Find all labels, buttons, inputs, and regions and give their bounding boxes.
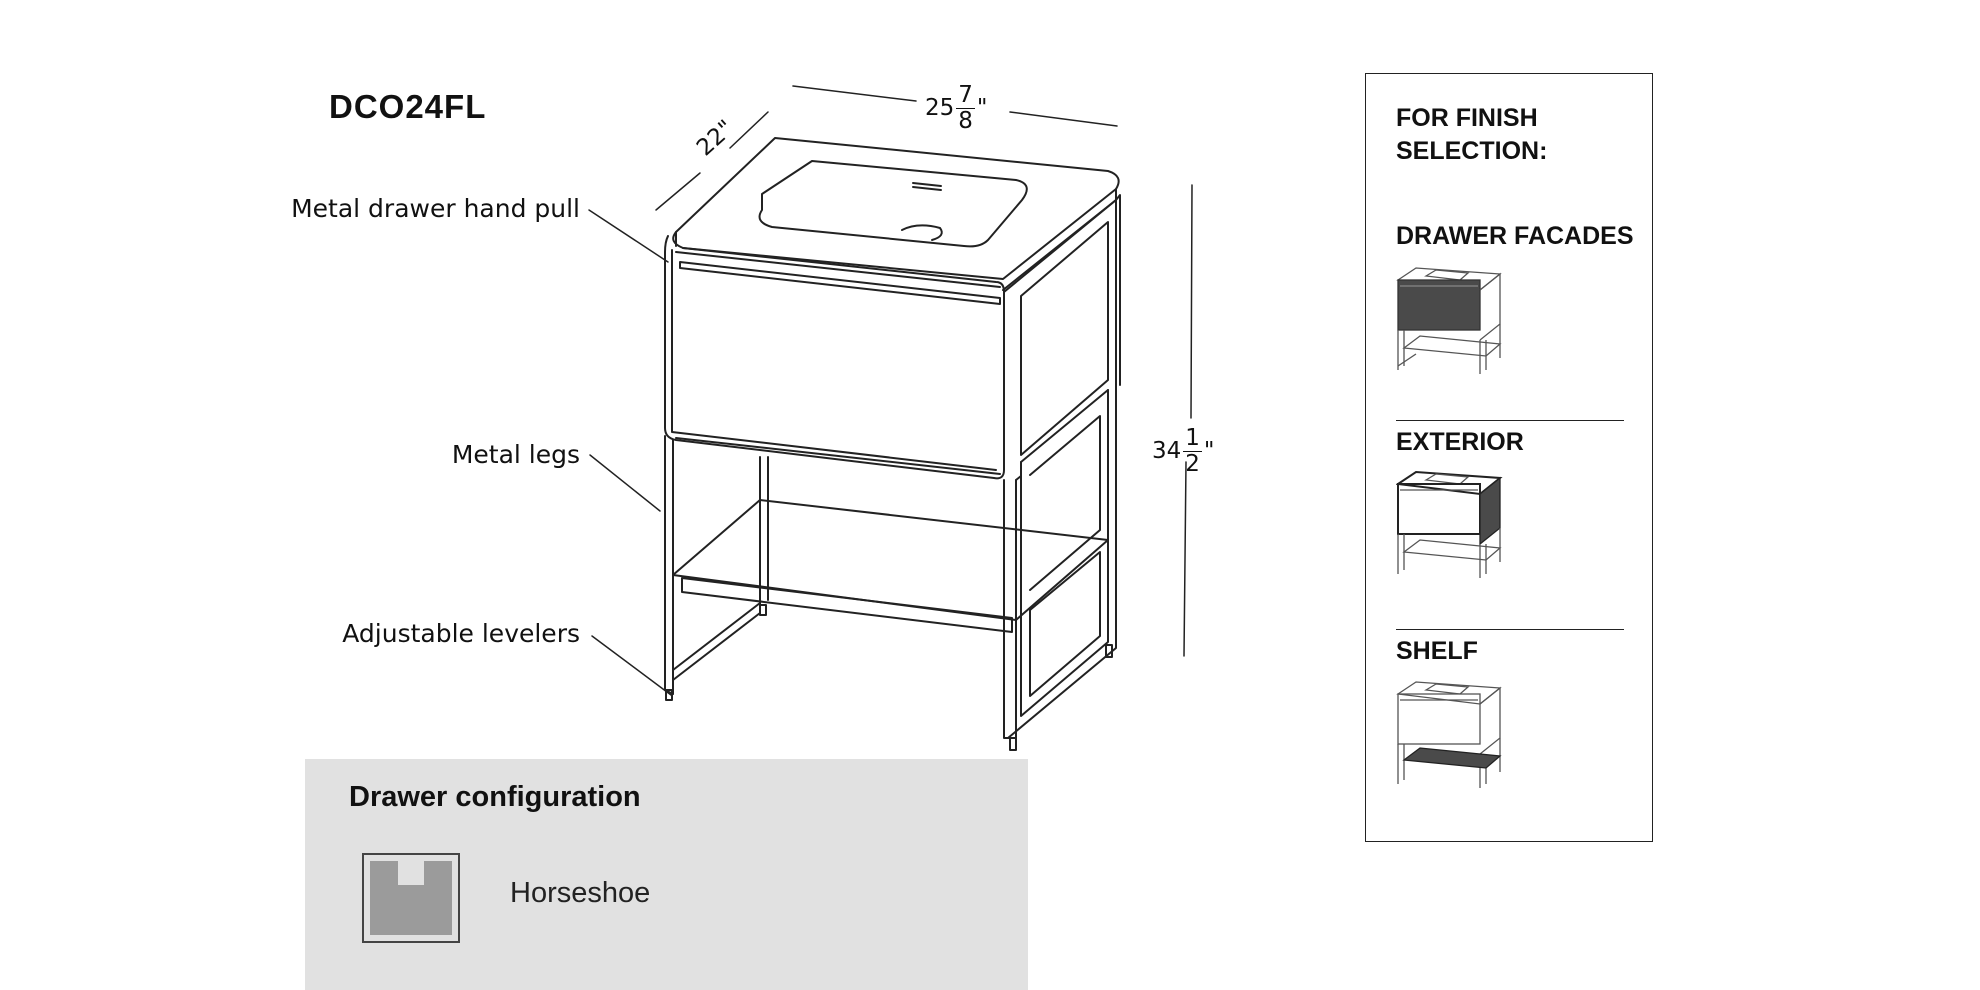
leader-lines	[588, 209, 672, 696]
height-unit: "	[1203, 438, 1215, 464]
finish-heading-line2: SELECTION:	[1396, 137, 1548, 165]
height-den: 2	[1185, 451, 1200, 477]
height-whole: 34	[1152, 438, 1182, 464]
callout-hand-pull: Metal drawer hand pull	[291, 194, 580, 223]
finish-section-shelf[interactable]: SHELF	[1396, 637, 1478, 665]
countertop	[672, 137, 1120, 291]
finish-divider-1	[1396, 420, 1624, 421]
model-number: DCO24FL	[329, 88, 487, 125]
width-den: 8	[958, 108, 973, 134]
exterior-thumb[interactable]	[1396, 466, 1506, 581]
drawer-config-title: Drawer configuration	[349, 781, 641, 813]
finish-heading: FOR FINISH SELECTION:	[1396, 102, 1547, 168]
drawer-config-option: Horseshoe	[510, 877, 651, 909]
drawer-front	[664, 235, 1005, 480]
finish-selection-box: FOR FINISH SELECTION: DRAWER FACADES EXT…	[1365, 73, 1653, 842]
drawer-config-panel: Drawer configuration Horseshoe	[305, 759, 1028, 990]
finish-heading-line1: FOR FINISH	[1396, 104, 1538, 132]
levelers	[665, 604, 1113, 751]
callout-levelers: Adjustable levelers	[342, 619, 580, 648]
width-whole: 25	[925, 95, 955, 121]
callout-metal-legs: Metal legs	[451, 440, 580, 469]
front-legs	[664, 435, 1022, 739]
finish-section-drawer-facades[interactable]: DRAWER FACADES	[1396, 222, 1634, 250]
width-num: 7	[956, 82, 975, 109]
finish-divider-2	[1396, 629, 1624, 630]
finish-section-exterior[interactable]: EXTERIOR	[1396, 428, 1524, 456]
height-num: 1	[1183, 425, 1202, 452]
shelf	[672, 499, 1109, 633]
drawer-facades-thumb[interactable]	[1396, 262, 1506, 377]
dimension-lines	[655, 85, 1193, 657]
side-frame	[1003, 194, 1121, 739]
shelf-thumb[interactable]	[1396, 676, 1506, 791]
horseshoe-icon	[362, 853, 460, 943]
width-unit: "	[976, 95, 988, 121]
